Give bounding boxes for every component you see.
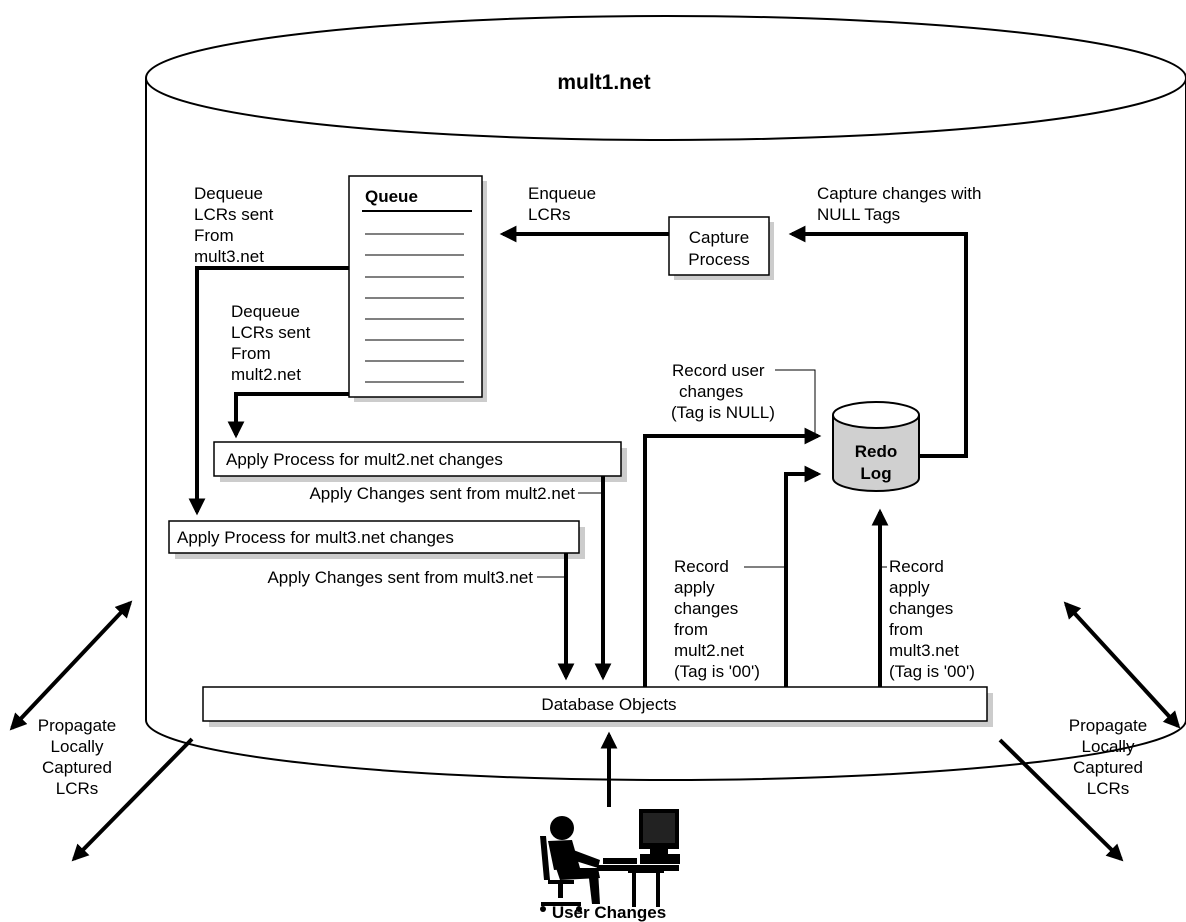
label-record-user-2: changes bbox=[679, 382, 743, 401]
label-dequeue-mult2-2: LCRs sent bbox=[231, 323, 311, 342]
label-propagate-left: Propagate Locally Captured LCRs bbox=[38, 716, 116, 798]
label-dequeue-mult3-1: Dequeue bbox=[194, 184, 263, 203]
label-record-apply-mult3-3: changes bbox=[889, 599, 953, 618]
label-enqueue: Enqueue LCRs bbox=[528, 184, 596, 224]
label-propagate-left-1: Propagate bbox=[38, 716, 116, 735]
apply-process-mult3-label: Apply Process for mult3.net changes bbox=[177, 528, 454, 547]
label-record-user: Record user changes (Tag is NULL) bbox=[671, 361, 775, 422]
redo-log: Redo Log bbox=[832, 401, 920, 492]
label-record-apply-mult3-2: apply bbox=[889, 578, 930, 597]
label-record-user-1: Record user bbox=[672, 361, 765, 380]
label-dequeue-mult3: Dequeue LCRs sent From mult3.net bbox=[194, 184, 274, 266]
label-apply-changes-mult2: Apply Changes sent from mult2.net bbox=[309, 484, 575, 503]
database-objects-box: Database Objects bbox=[202, 686, 993, 727]
label-record-apply-mult2: Record apply changes from mult2.net (Tag… bbox=[674, 557, 760, 681]
apply-process-mult3-box: Apply Process for mult3.net changes bbox=[168, 520, 585, 559]
label-record-apply-mult3-5: mult3.net bbox=[889, 641, 959, 660]
label-dequeue-mult3-2: LCRs sent bbox=[194, 205, 274, 224]
leader-lines bbox=[537, 369, 887, 578]
label-enqueue-1: Enqueue bbox=[528, 184, 596, 203]
label-record-apply-mult2-4: from bbox=[674, 620, 708, 639]
label-propagate-right-2: Locally bbox=[1082, 737, 1135, 756]
label-record-apply-mult2-1: Record bbox=[674, 557, 729, 576]
database-name: mult1.net bbox=[557, 71, 650, 94]
label-record-apply-mult2-6: (Tag is '00') bbox=[674, 662, 760, 681]
label-apply-changes-mult3: Apply Changes sent from mult3.net bbox=[267, 568, 533, 587]
label-capture-changes-2: NULL Tags bbox=[817, 205, 900, 224]
label-capture-changes: Capture changes with NULL Tags bbox=[817, 184, 981, 224]
queue: Queue bbox=[348, 175, 487, 402]
apply-process-mult2-box: Apply Process for mult2.net changes bbox=[213, 441, 627, 482]
queue-title: Queue bbox=[365, 187, 418, 206]
label-propagate-right-1: Propagate bbox=[1069, 716, 1147, 735]
label-dequeue-mult2-4: mult2.net bbox=[231, 365, 301, 384]
arrow-objects-to-redo-mult2 bbox=[784, 465, 822, 687]
capture-process-box: Capture Process bbox=[668, 216, 774, 280]
arrow-propagate-right bbox=[1063, 601, 1181, 729]
label-record-apply-mult2-3: changes bbox=[674, 599, 738, 618]
label-enqueue-2: LCRs bbox=[528, 205, 571, 224]
capture-process-line2: Process bbox=[688, 250, 749, 269]
arrow-redo-to-capture bbox=[788, 225, 968, 458]
label-record-apply-mult2-5: mult2.net bbox=[674, 641, 744, 660]
arrow-queue-to-apply-mult3 bbox=[188, 266, 349, 516]
label-dequeue-mult2-1: Dequeue bbox=[231, 302, 300, 321]
label-propagate-right-4: LCRs bbox=[1087, 779, 1130, 798]
database-cylinder: mult1.net bbox=[145, 15, 1186, 781]
label-dequeue-mult2-3: From bbox=[231, 344, 271, 363]
label-record-apply-mult3: Record apply changes from mult3.net (Tag… bbox=[889, 557, 975, 681]
user-at-computer-icon bbox=[540, 809, 680, 912]
capture-process-line1: Capture bbox=[689, 228, 749, 247]
label-dequeue-mult3-4: mult3.net bbox=[194, 247, 264, 266]
label-dequeue-mult3-3: From bbox=[194, 226, 234, 245]
label-propagate-left-2: Locally bbox=[51, 737, 104, 756]
flow-arrows bbox=[9, 225, 1181, 862]
arrow-propagate-left bbox=[9, 600, 133, 731]
apply-process-mult2-label: Apply Process for mult2.net changes bbox=[226, 450, 503, 469]
arrow-propagate-right-out bbox=[998, 738, 1124, 862]
label-record-apply-mult3-1: Record bbox=[889, 557, 944, 576]
label-dequeue-mult2: Dequeue LCRs sent From mult2.net bbox=[231, 302, 311, 384]
label-record-apply-mult3-4: from bbox=[889, 620, 923, 639]
arrow-queue-to-apply-mult2 bbox=[227, 392, 349, 439]
label-record-apply-mult2-2: apply bbox=[674, 578, 715, 597]
database-objects-label: Database Objects bbox=[541, 695, 676, 714]
label-propagate-left-4: LCRs bbox=[56, 779, 99, 798]
redo-log-line2: Log bbox=[860, 464, 891, 483]
label-capture-changes-1: Capture changes with bbox=[817, 184, 981, 203]
label-record-user-3: (Tag is NULL) bbox=[671, 403, 775, 422]
label-propagate-right-3: Captured bbox=[1073, 758, 1143, 777]
label-propagate-right: Propagate Locally Captured LCRs bbox=[1069, 716, 1147, 798]
user-changes-label: User Changes bbox=[552, 903, 666, 922]
arrow-objects-to-redo-user bbox=[643, 427, 822, 687]
label-propagate-left-3: Captured bbox=[42, 758, 112, 777]
arrow-propagate-left-out bbox=[71, 737, 194, 862]
redo-log-line1: Redo bbox=[855, 442, 898, 461]
label-record-apply-mult3-6: (Tag is '00') bbox=[889, 662, 975, 681]
